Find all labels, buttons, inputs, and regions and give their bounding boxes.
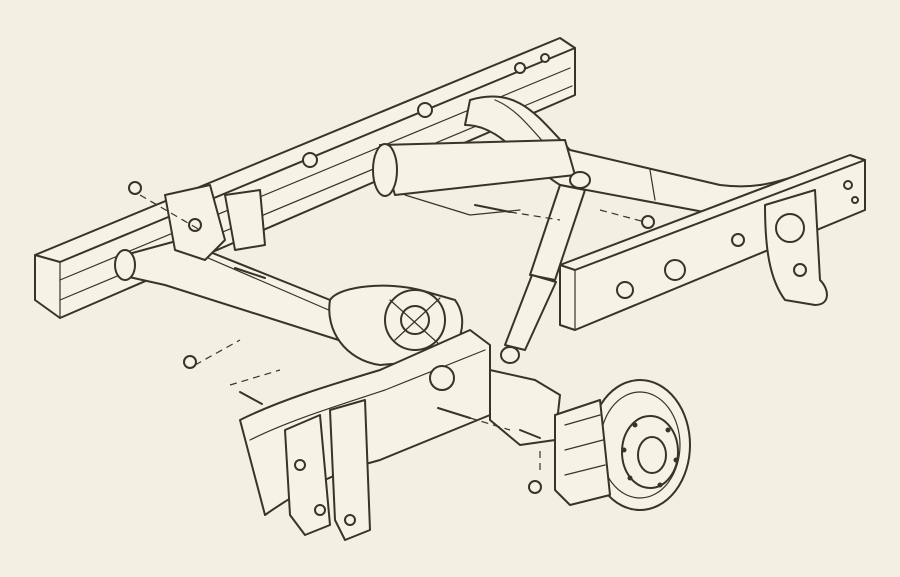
brake-caliper (554, 399, 611, 506)
mounting-bolts (234, 204, 541, 439)
mounting-nuts (128, 181, 655, 494)
axle-end-knuckle (489, 369, 561, 446)
frame-front-crossmember (372, 139, 576, 216)
shock-absorber (500, 171, 591, 364)
differential (328, 284, 464, 366)
alignment-lines (139, 194, 646, 470)
wheel-hub (621, 415, 679, 489)
spring-hanger-front (164, 184, 266, 261)
spring-hanger-bracket (284, 399, 371, 541)
spring-hanger-rear (764, 189, 828, 306)
